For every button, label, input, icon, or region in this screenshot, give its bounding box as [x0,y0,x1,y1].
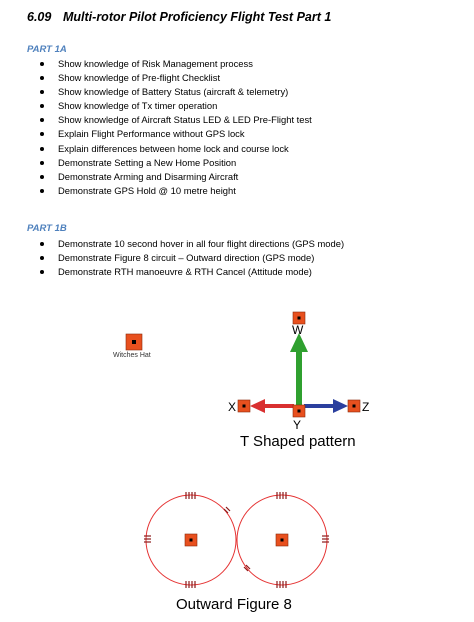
marker-w [292,311,306,325]
list-item-text: Show knowledge of Pre-flight Checklist [58,72,221,84]
list-item-text: Demonstrate RTH manoeuvre & RTH Cancel (… [58,266,312,278]
list-item-text: Explain Flight Performance without GPS l… [58,128,245,140]
bullet-icon [40,118,44,123]
list-item-text: Show knowledge of Aircraft Status LED & … [58,114,312,126]
left-circle [145,494,237,586]
list-item-text: Show knowledge of Tx timer operation [58,100,218,112]
part-1b-list: Demonstrate 10 second hover in all four … [40,237,344,279]
list-item-text: Show knowledge of Risk Management proces… [58,58,253,69]
witches-hat-label: Witches Hat [113,352,151,359]
figure-8 [144,492,329,588]
figure-8-caption: Outward Figure 8 [176,596,292,613]
list-item-text: Demonstrate GPS Hold @ 10 metre height [58,184,236,196]
part-1b-heading: PART 1B [27,223,67,234]
label-z: Z [362,400,369,414]
bullet-icon [40,188,44,193]
bullet-icon [40,90,44,95]
list-item: Demonstrate Arming and Disarming Aircraf… [40,170,312,184]
bullet-icon [40,256,44,261]
section-title: Multi-rotor Pilot Proficiency Flight Tes… [63,10,332,24]
arrow-up-icon [290,333,308,405]
list-item: Demonstrate Setting a New Home Position [40,156,312,170]
t-pattern-caption: T Shaped pattern [240,433,356,450]
marker-y [292,404,306,418]
list-item-text: Demonstrate Figure 8 circuit – Outward d… [58,252,315,264]
bullet-icon [40,104,44,109]
list-item: Show knowledge of Battery Status (aircra… [40,85,312,99]
list-item-text: Show knowledge of Battery Status (aircra… [58,86,289,98]
bullet-icon [40,76,44,81]
marker-fig8-right [275,533,289,547]
label-x: X [228,400,236,414]
list-item: Show knowledge of Aircraft Status LED & … [40,113,312,127]
list-item: Demonstrate RTH manoeuvre & RTH Cancel (… [40,265,344,279]
list-item: Show knowledge of Pre-flight Checklist [40,71,312,85]
bullet-icon [40,174,44,179]
marker-z [347,399,361,413]
bullet-icon [40,62,44,66]
witches-hat-marker [125,333,143,351]
bullet-icon [40,160,44,165]
bullet-icon [40,146,44,151]
bullet-icon [40,270,44,275]
list-item-text: Demonstrate Setting a New Home Position [58,156,237,168]
label-w: W [292,323,304,337]
list-item: Show knowledge of Tx timer operation [40,99,312,113]
section-number: 6.09 [27,10,52,24]
bullet-icon [40,132,44,137]
part-1a-list: Show knowledge of Risk Management proces… [40,57,312,198]
arrow-right-icon [304,399,348,413]
bullet-icon [40,242,44,246]
list-item-text: Explain differences between home lock an… [58,142,289,154]
list-item: Demonstrate 10 second hover in all four … [40,237,344,251]
part-1a-heading: PART 1A [27,44,67,55]
marker-fig8-left [184,533,198,547]
list-item: Demonstrate Figure 8 circuit – Outward d… [40,251,344,265]
list-item: Demonstrate GPS Hold @ 10 metre height [40,184,312,198]
t-pattern: W X Z Y [228,311,369,432]
label-y: Y [293,418,301,432]
list-item: Show knowledge of Risk Management proces… [40,57,312,71]
list-item-text: Demonstrate 10 second hover in all four … [58,238,345,249]
list-item: Explain differences between home lock an… [40,142,312,156]
arrow-left-icon [250,399,294,413]
right-circle [236,494,328,586]
list-item: Explain Flight Performance without GPS l… [40,127,312,141]
list-item-text: Demonstrate Arming and Disarming Aircraf… [58,170,239,182]
page-title: 6.09 Multi-rotor Pilot Proficiency Flight… [27,10,331,24]
marker-x [237,399,251,413]
